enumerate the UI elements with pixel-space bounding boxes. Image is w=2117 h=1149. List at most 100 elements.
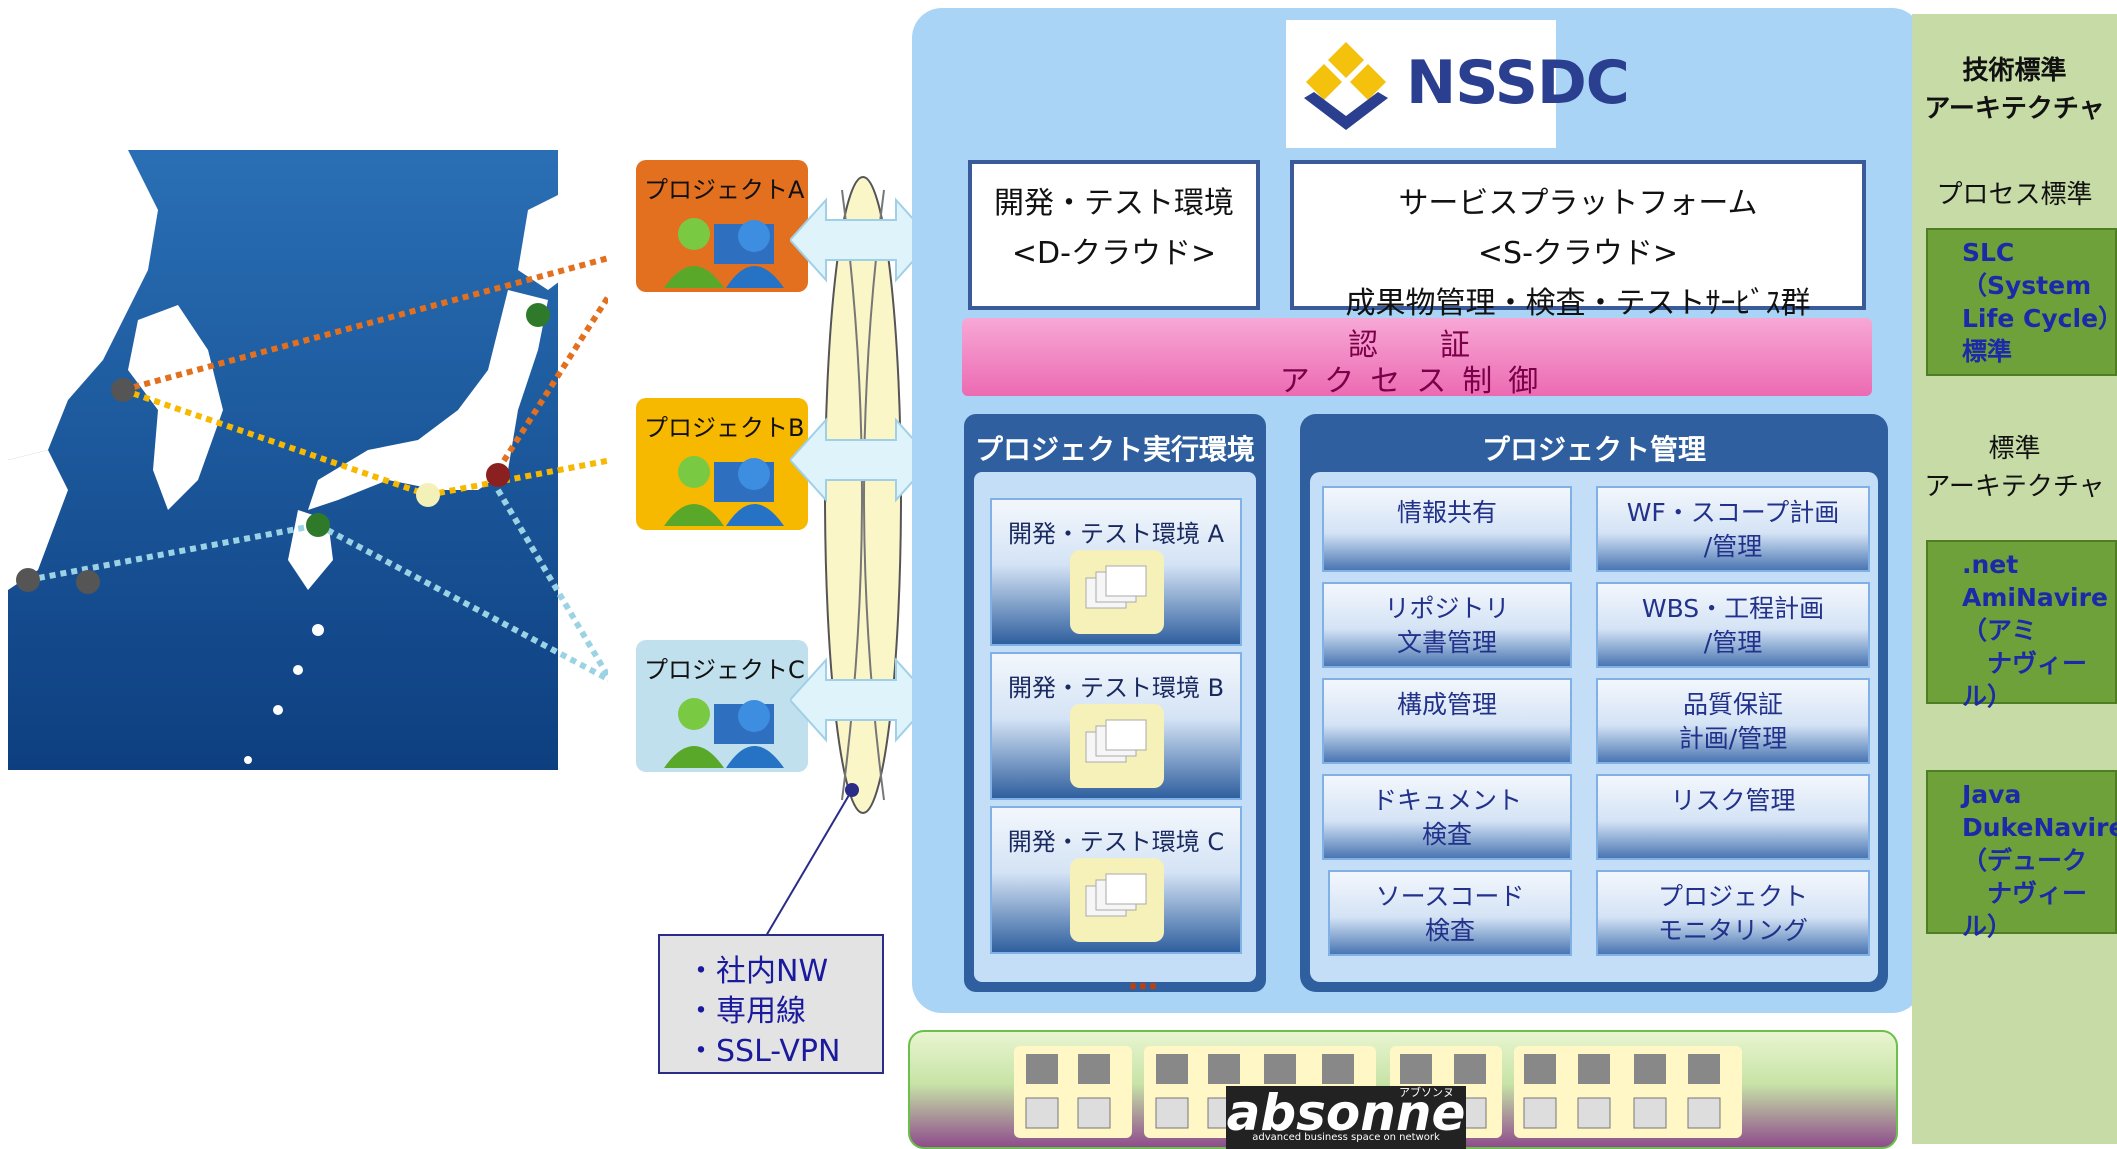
standard-architecture-label-line1: 標準 — [1988, 434, 2041, 464]
mgmt-item-line1: WBS・工程計画 — [1641, 594, 1825, 623]
mgmt-item-line2: 計画/管理 — [1678, 724, 1788, 753]
mgmt-item-line1: リポジトリ — [1384, 594, 1510, 623]
java-line: Java — [1962, 780, 2022, 809]
project-a-label: プロジェクトA — [644, 176, 805, 204]
execution-panel-body: 開発・テスト環境 A 開発・テスト環境 B 開発・テスト環境 C — [974, 472, 1256, 982]
project-management-panel: プロジェクト管理 情報共有 WF・スコープ計画 /管理 リポジトリ 文書管理 W… — [1300, 414, 1888, 992]
window-stack-icon — [1070, 858, 1164, 942]
java-line: （デューク — [1962, 846, 2088, 875]
slc-line: Life Cycle） — [1962, 304, 2117, 333]
connection-arrow-a — [790, 197, 932, 283]
mgmt-item-line1: プロジェクト — [1657, 882, 1808, 911]
mgmt-item-line2: モニタリング — [1657, 916, 1808, 945]
mgmt-item-source-inspection: ソースコード 検査 — [1328, 870, 1572, 956]
mgmt-item-line2: 文書管理 — [1396, 628, 1497, 657]
mgmt-item-project-monitoring: プロジェクト モニタリング — [1596, 870, 1870, 956]
project-team-icon — [664, 698, 784, 768]
authentication-bar: 認 証 アクセス制御 — [962, 318, 1872, 399]
mgmt-item-line1: 構成管理 — [1396, 690, 1497, 719]
mgmt-item-line2: /管理 — [1703, 532, 1763, 561]
nssdc-logo-text: NSSDC — [1406, 48, 1630, 118]
environment-card-c: 開発・テスト環境 C — [990, 806, 1242, 954]
server-icon — [1523, 1054, 1557, 1129]
java-dukenavire-box: Java DukeNavire （デューク ナヴィール） — [1926, 770, 2117, 941]
mgmt-item-line2: 検査 — [1421, 820, 1472, 849]
slc-line: 標準 — [1962, 337, 2013, 366]
dotnet-line: （アミ — [1962, 616, 2037, 645]
project-b-block: プロジェクトB — [636, 398, 808, 530]
environment-card-b: 開発・テスト環境 B — [990, 652, 1242, 800]
environment-card-a: 開発・テスト環境 A — [990, 498, 1242, 646]
dotnet-aminavire-box: .net AmiNavire （アミ ナヴィール） — [1926, 540, 2117, 711]
project-team-icon — [664, 456, 784, 526]
s-cloud-box: サービスプラットフォーム <S-クラウド> 成果物管理・検査・テストｻｰﾋﾞｽ群 — [1290, 160, 1866, 321]
slc-line: （System — [1962, 271, 2092, 300]
environment-label: 開発・テスト環境 B — [1007, 674, 1225, 702]
project-b-label: プロジェクトB — [644, 414, 805, 442]
environment-label: 開発・テスト環境 C — [1007, 828, 1225, 856]
process-standards-label: プロセス標準 — [1936, 180, 2093, 210]
execution-panel-title: プロジェクト実行環境 — [974, 433, 1255, 466]
connection-arrow-c — [790, 657, 932, 743]
legend-ssl-vpn: ・SSL-VPN — [686, 1034, 841, 1069]
java-line: DukeNavire — [1962, 813, 2117, 842]
s-cloud-title: サービスプラットフォーム — [1398, 186, 1758, 221]
technical-standards-column: 技術標準 アーキテクチャ プロセス標準 SLC （System Life Cyc… — [1912, 14, 2117, 1144]
nssdc-diamond-icon — [1304, 42, 1388, 130]
absonne-logo: absonne advanced business space on netwo… — [1226, 1084, 1466, 1149]
absonne-logo-text: absonne — [1226, 1084, 1466, 1142]
legend-internal-network: ・社内NW — [686, 954, 829, 989]
dotnet-line: AmiNavire — [1962, 583, 2108, 612]
windows-icon — [1085, 565, 1147, 609]
s-cloud-subtitle: <S-クラウド> — [1477, 236, 1679, 271]
management-panel-title: プロジェクト管理 — [1481, 433, 1706, 466]
mgmt-item-workflow-scope: WF・スコープ計画 /管理 — [1596, 486, 1870, 572]
absonne-logo-subtitle: advanced business space on network — [1252, 1132, 1440, 1143]
nssdc-logo: NSSDC — [1286, 20, 1630, 148]
d-cloud-title: 開発・テスト環境 — [994, 186, 1234, 221]
mgmt-item-quality-assurance: 品質保証 計画/管理 — [1596, 678, 1870, 764]
server-icon — [1077, 1054, 1111, 1129]
standard-architecture-label-line2: アーキテクチャ — [1924, 472, 2105, 502]
s-cloud-services: 成果物管理・検査・テストｻｰﾋﾞｽ群 — [1345, 286, 1811, 321]
server-icon — [1155, 1054, 1189, 1129]
mgmt-item-line1: ソースコード — [1375, 882, 1525, 911]
mgmt-item-line1: リスク管理 — [1670, 786, 1796, 815]
environment-label: 開発・テスト環境 A — [1007, 520, 1225, 548]
java-line: ナヴィール） — [1962, 879, 2088, 941]
mgmt-item-line2: 検査 — [1424, 916, 1475, 945]
windows-icon — [1085, 719, 1147, 763]
absonne-logo-kana: アブソンヌ — [1399, 1086, 1454, 1099]
dotnet-line: .net — [1962, 550, 2019, 579]
mgmt-item-configuration: 構成管理 — [1322, 678, 1572, 764]
mgmt-item-line2: /管理 — [1703, 628, 1763, 657]
windows-icon — [1085, 873, 1147, 917]
server-icon — [1025, 1054, 1059, 1129]
standards-heading-line2: アーキテクチャ — [1924, 94, 2105, 124]
d-cloud-subtitle: <D-クラウド> — [1011, 236, 1217, 271]
standards-heading-line1: 技術標準 — [1962, 56, 2067, 86]
server-group — [1014, 1046, 1132, 1138]
management-panel-body: 情報共有 WF・スコープ計画 /管理 リポジトリ 文書管理 WBS・工程計画 /… — [1310, 472, 1878, 982]
server-icon — [1577, 1054, 1611, 1129]
mgmt-item-line1: 品質保証 — [1682, 690, 1783, 719]
auth-label: 認 証 — [1348, 328, 1486, 363]
network-legend: ・社内NW ・専用線 ・SSL-VPN — [658, 934, 884, 1074]
server-group — [1514, 1046, 1742, 1138]
access-control-label: アクセス制御 — [1279, 364, 1555, 399]
window-stack-icon — [1070, 704, 1164, 788]
dotnet-line: ナヴィール） — [1962, 649, 2088, 711]
legend-pointer-line — [765, 790, 853, 937]
mgmt-item-risk: リスク管理 — [1596, 774, 1870, 860]
d-cloud-box: 開発・テスト環境 <D-クラウド> — [968, 160, 1260, 310]
project-team-icon — [664, 218, 784, 288]
project-c-label: プロジェクトC — [644, 656, 805, 684]
mgmt-item-line1: 情報共有 — [1396, 498, 1497, 527]
slc-standard-box: SLC （System Life Cycle） 標準 — [1926, 228, 2117, 376]
more-environments-ellipsis: … — [1128, 962, 1162, 997]
window-stack-icon — [1070, 550, 1164, 634]
server-icon — [1633, 1054, 1667, 1129]
legend-dedicated-line: ・専用線 — [686, 994, 806, 1029]
project-execution-panel: プロジェクト実行環境 開発・テスト環境 A 開発・テスト環境 B — [964, 414, 1266, 992]
slc-line: SLC — [1962, 238, 2015, 267]
